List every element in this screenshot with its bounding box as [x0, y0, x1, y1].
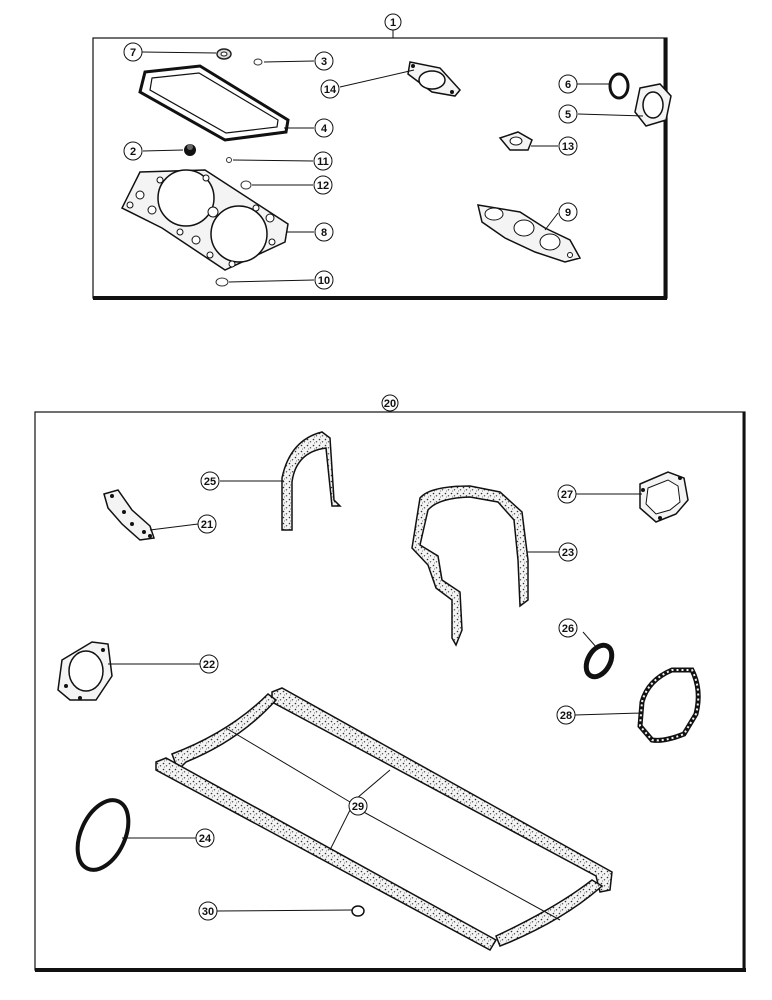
part-gasket-22: [57, 641, 113, 701]
svg-text:28: 28: [560, 710, 572, 722]
callout-21: 21: [197, 514, 217, 534]
part-washer-30: [351, 905, 365, 917]
part-manifold-gasket-9: [477, 204, 582, 263]
svg-text:7: 7: [130, 47, 136, 59]
callout-2: 2: [123, 141, 143, 161]
callout-24: 24: [195, 828, 215, 848]
callout-27: 27: [557, 484, 577, 504]
callout-5: 5: [558, 104, 578, 124]
callout-23: 23: [558, 542, 578, 562]
svg-text:27: 27: [561, 489, 573, 501]
svg-text:13: 13: [562, 141, 574, 153]
svg-text:12: 12: [317, 180, 329, 192]
part-timing-cover-gasket-23: [411, 485, 529, 647]
svg-text:21: 21: [201, 519, 213, 531]
callout-3: 3: [314, 51, 334, 71]
callout-6: 6: [558, 74, 578, 94]
part-washer-3: [253, 58, 263, 66]
svg-text:11: 11: [317, 156, 329, 168]
svg-text:6: 6: [565, 79, 571, 91]
part-gasket-13: [498, 131, 533, 151]
callout-26: 26: [558, 618, 578, 638]
part-oil-pan-side-gasket-lower: [155, 757, 498, 951]
svg-text:24: 24: [199, 833, 212, 845]
svg-text:4: 4: [321, 123, 328, 135]
callout-4: 4: [314, 118, 334, 138]
kit-20-leader-lines: [108, 480, 643, 921]
svg-text:22: 22: [203, 659, 215, 671]
part-flange-gasket-14: [407, 61, 461, 97]
svg-text:29: 29: [352, 801, 364, 813]
svg-text:14: 14: [324, 84, 337, 96]
part-oil-pan-end-gasket-left: [171, 693, 278, 772]
callout-9: 9: [558, 202, 578, 222]
callout-30: 30: [198, 901, 218, 921]
part-gasket-5: [634, 83, 672, 127]
part-cover-gasket-28: [637, 667, 701, 743]
kit-20-panel: [34, 404, 746, 972]
callout-7: 7: [123, 42, 143, 62]
kit-1-leader-lines: [141, 51, 644, 283]
callout-10: 10: [314, 270, 334, 290]
callout-25: 25: [200, 471, 220, 491]
part-oring-6: [608, 72, 630, 100]
part-washer-10: [215, 277, 229, 287]
part-oil-seal-24: [75, 798, 131, 872]
part-oil-seal-26: [583, 642, 615, 680]
kit-20-number-callout: 20: [381, 394, 399, 412]
svg-text:5: 5: [565, 109, 571, 121]
callout-8: 8: [314, 222, 334, 242]
part-head-gasket-8: [120, 169, 289, 271]
part-oil-pan-end-gasket-right: [495, 879, 604, 947]
svg-text:23: 23: [562, 547, 574, 559]
callout-12: 12: [313, 175, 333, 195]
callout-29: 29: [348, 796, 368, 816]
svg-text:8: 8: [321, 227, 327, 239]
part-grommet-2: [184, 144, 196, 156]
svg-text:25: 25: [204, 476, 216, 488]
callout-22: 22: [199, 654, 219, 674]
svg-text:3: 3: [321, 56, 327, 68]
svg-text:30: 30: [202, 906, 214, 918]
part-oring-11: [226, 157, 232, 163]
svg-text:26: 26: [562, 623, 574, 635]
svg-text:1: 1: [390, 17, 396, 29]
part-seal-retainer-gasket-25: [281, 431, 342, 531]
callout-11: 11: [313, 151, 333, 171]
part-rocker-cover-gasket-4: [138, 64, 290, 142]
callout-14: 14: [320, 79, 340, 99]
svg-text:10: 10: [318, 275, 330, 287]
svg-text:20: 20: [384, 398, 396, 410]
svg-text:9: 9: [565, 207, 571, 219]
part-gasket-21: [103, 489, 155, 541]
part-valve-seal-7: [216, 48, 232, 60]
kit-1-number-callout: 1: [384, 13, 402, 31]
callout-28: 28: [556, 705, 576, 725]
svg-text:2: 2: [130, 146, 136, 158]
part-oil-pan-side-gasket-upper: [271, 687, 613, 893]
part-oring-12: [240, 180, 252, 190]
part-cover-gasket-27: [639, 471, 689, 523]
callout-13: 13: [558, 136, 578, 156]
